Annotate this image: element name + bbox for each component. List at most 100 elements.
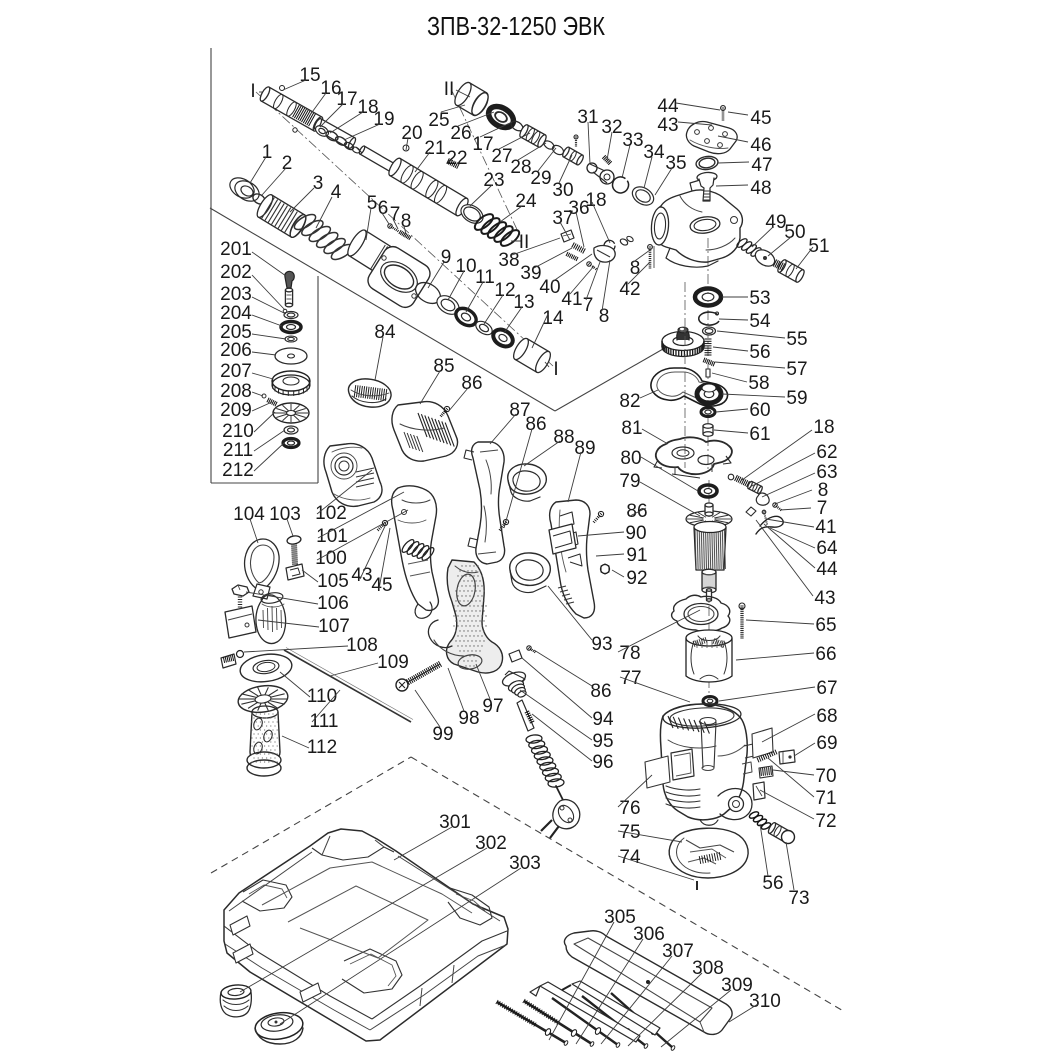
svg-text:28: 28 bbox=[510, 157, 531, 178]
svg-text:106: 106 bbox=[317, 593, 349, 614]
svg-text:44: 44 bbox=[657, 96, 679, 117]
svg-text:46: 46 bbox=[750, 135, 771, 156]
svg-text:104: 104 bbox=[233, 504, 265, 525]
svg-text:73: 73 bbox=[788, 888, 809, 909]
svg-text:37: 37 bbox=[552, 208, 573, 229]
svg-text:99: 99 bbox=[432, 724, 453, 745]
svg-text:9: 9 bbox=[441, 247, 452, 268]
svg-text:56: 56 bbox=[762, 873, 783, 894]
svg-text:II: II bbox=[519, 232, 530, 253]
svg-text:41: 41 bbox=[815, 517, 836, 538]
svg-text:43: 43 bbox=[814, 588, 835, 609]
svg-text:81: 81 bbox=[621, 418, 642, 439]
svg-text:18: 18 bbox=[813, 417, 834, 438]
svg-text:95: 95 bbox=[592, 731, 613, 752]
svg-text:33: 33 bbox=[622, 130, 643, 151]
svg-text:76: 76 bbox=[619, 798, 640, 819]
svg-text:35: 35 bbox=[665, 153, 686, 174]
svg-text:80: 80 bbox=[620, 448, 641, 469]
svg-text:59: 59 bbox=[786, 388, 807, 409]
svg-text:112: 112 bbox=[307, 737, 337, 758]
svg-text:98: 98 bbox=[458, 708, 479, 729]
svg-text:91: 91 bbox=[626, 545, 647, 566]
svg-text:65: 65 bbox=[815, 615, 836, 636]
svg-text:13: 13 bbox=[513, 292, 534, 313]
svg-text:15: 15 bbox=[299, 65, 320, 86]
svg-text:85: 85 bbox=[433, 356, 454, 377]
svg-text:105: 105 bbox=[317, 571, 349, 592]
svg-text:109: 109 bbox=[377, 652, 409, 673]
svg-text:43: 43 bbox=[657, 115, 678, 136]
svg-text:8: 8 bbox=[630, 258, 641, 279]
svg-text:21: 21 bbox=[424, 138, 445, 159]
svg-text:II: II bbox=[444, 79, 455, 100]
svg-text:48: 48 bbox=[750, 178, 771, 199]
svg-text:45: 45 bbox=[371, 575, 392, 596]
svg-text:41: 41 bbox=[561, 289, 582, 310]
svg-text:74: 74 bbox=[619, 847, 641, 868]
svg-text:49: 49 bbox=[765, 212, 786, 233]
svg-text:202: 202 bbox=[220, 262, 252, 283]
svg-text:7: 7 bbox=[390, 204, 401, 225]
svg-text:10: 10 bbox=[455, 256, 476, 277]
svg-text:75: 75 bbox=[619, 822, 640, 843]
svg-text:90: 90 bbox=[625, 523, 646, 544]
svg-text:47: 47 bbox=[751, 155, 772, 176]
svg-text:2: 2 bbox=[282, 153, 293, 174]
svg-text:84: 84 bbox=[374, 322, 396, 343]
svg-text:8: 8 bbox=[818, 480, 829, 501]
svg-text:44: 44 bbox=[816, 559, 838, 580]
svg-text:206: 206 bbox=[220, 340, 252, 361]
svg-text:56: 56 bbox=[749, 342, 770, 363]
svg-text:303: 303 bbox=[509, 853, 541, 874]
svg-text:36: 36 bbox=[568, 198, 589, 219]
svg-text:102: 102 bbox=[315, 503, 347, 524]
svg-text:307: 307 bbox=[662, 941, 694, 962]
svg-text:8: 8 bbox=[599, 306, 610, 327]
svg-text:92: 92 bbox=[626, 568, 647, 589]
svg-text:39: 39 bbox=[520, 263, 541, 284]
svg-text:71: 71 bbox=[815, 788, 836, 809]
svg-text:107: 107 bbox=[318, 616, 350, 637]
svg-text:34: 34 bbox=[643, 142, 665, 163]
svg-text:88: 88 bbox=[553, 427, 574, 448]
svg-text:14: 14 bbox=[542, 308, 564, 329]
svg-text:309: 309 bbox=[721, 975, 753, 996]
svg-text:301: 301 bbox=[439, 812, 471, 833]
svg-text:212: 212 bbox=[222, 460, 254, 481]
svg-text:8: 8 bbox=[401, 211, 412, 232]
svg-text:1: 1 bbox=[262, 142, 273, 163]
svg-text:308: 308 bbox=[692, 958, 724, 979]
svg-text:68: 68 bbox=[816, 706, 837, 727]
svg-text:60: 60 bbox=[749, 400, 770, 421]
svg-text:70: 70 bbox=[815, 766, 836, 787]
svg-text:20: 20 bbox=[401, 123, 422, 144]
svg-text:86: 86 bbox=[590, 681, 611, 702]
svg-text:55: 55 bbox=[786, 329, 807, 350]
svg-text:72: 72 bbox=[815, 811, 836, 832]
svg-text:86: 86 bbox=[461, 373, 482, 394]
svg-text:6: 6 bbox=[378, 198, 389, 219]
svg-text:58: 58 bbox=[748, 373, 769, 394]
svg-text:22: 22 bbox=[446, 148, 467, 169]
svg-text:11: 11 bbox=[475, 267, 495, 288]
svg-text:89: 89 bbox=[574, 438, 595, 459]
svg-text:27: 27 bbox=[491, 146, 512, 167]
svg-text:69: 69 bbox=[816, 733, 837, 754]
svg-text:45: 45 bbox=[750, 108, 771, 129]
svg-text:97: 97 bbox=[482, 696, 503, 717]
svg-text:302: 302 bbox=[475, 833, 507, 854]
svg-text:211: 211 bbox=[223, 440, 253, 461]
svg-text:62: 62 bbox=[816, 442, 837, 463]
svg-text:108: 108 bbox=[346, 635, 378, 656]
svg-text:18: 18 bbox=[585, 190, 606, 211]
svg-text:203: 203 bbox=[220, 284, 252, 305]
svg-text:38: 38 bbox=[498, 250, 519, 271]
svg-text:93: 93 bbox=[591, 634, 612, 655]
svg-text:25: 25 bbox=[428, 110, 449, 131]
svg-text:42: 42 bbox=[619, 279, 640, 300]
svg-text:I: I bbox=[250, 81, 255, 102]
svg-text:305: 305 bbox=[604, 907, 636, 928]
svg-text:7: 7 bbox=[583, 295, 594, 316]
svg-text:5: 5 bbox=[367, 193, 378, 214]
